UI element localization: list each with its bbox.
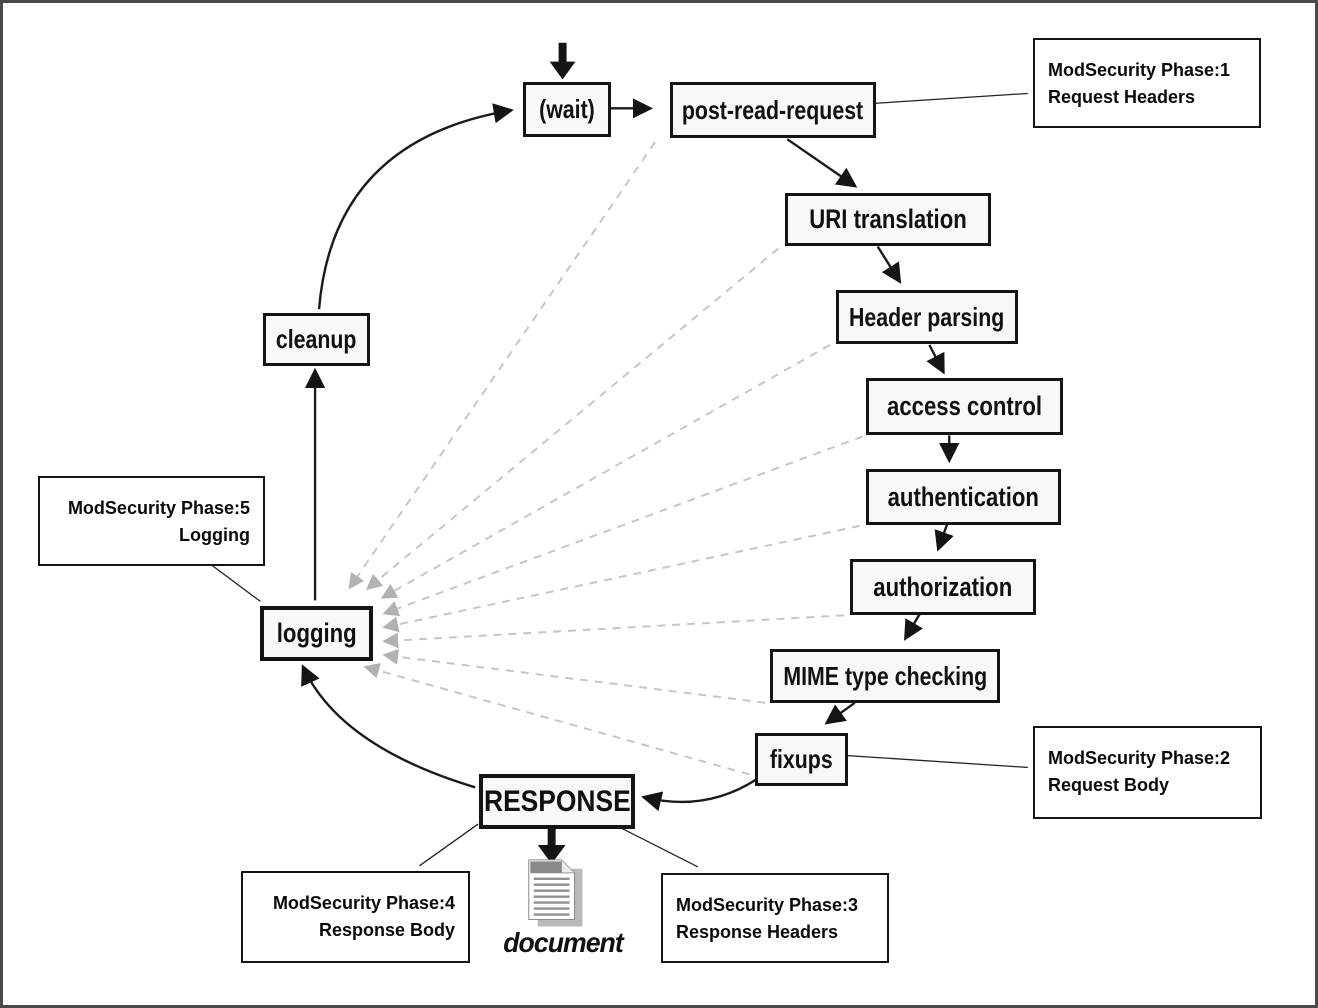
annotation-phase3-line2: Response Headers (676, 922, 839, 942)
callout-lines (209, 92, 1028, 868)
annotation-phase5-line2: Logging (179, 525, 250, 545)
annotation-phase1: ModSecurity Phase:1 Request Headers (1033, 38, 1261, 128)
annotation-phase5: ModSecurity Phase:5 Logging (38, 476, 265, 566)
annotation-phase2-line1: ModSecurity Phase:2 (1048, 748, 1231, 768)
annotation-phase1-line2: Request Headers (1048, 87, 1196, 107)
annotation-phase4: ModSecurity Phase:4 Response Body (241, 871, 470, 963)
node-cleanup-label: cleanup (276, 324, 357, 354)
node-access-control: access control (866, 378, 1063, 435)
node-logging-label: logging (276, 618, 357, 648)
dashed-logging-arrows (348, 141, 864, 776)
node-access-control-label: access control (886, 391, 1043, 421)
node-uri-translation-label: URI translation (809, 204, 967, 234)
node-authorization: authorization (850, 559, 1036, 615)
node-wait: (wait) (523, 82, 611, 137)
annotation-phase1-line1: ModSecurity Phase:1 (1048, 60, 1231, 80)
node-header-parsing-label: Header parsing (849, 301, 1005, 332)
node-post-read-request: post-read-request (670, 82, 876, 138)
thick-arrows (537, 42, 576, 864)
node-wait-label: (wait) (539, 94, 595, 124)
node-header-parsing: Header parsing (836, 290, 1018, 344)
annotation-phase3-line1: ModSecurity Phase:3 (676, 895, 859, 915)
node-logging: logging (260, 606, 373, 661)
node-mime-type-checking-label: MIME type checking (783, 660, 987, 691)
annotation-phase4-line2: Response Body (318, 920, 455, 940)
node-uri-translation: URI translation (785, 193, 991, 246)
node-mime-type-checking: MIME type checking (770, 649, 1000, 703)
node-fixups: fixups (755, 733, 848, 786)
node-cleanup: cleanup (263, 313, 370, 366)
document-icon (528, 858, 583, 927)
annotation-phase3: ModSecurity Phase:3 Response Headers (661, 873, 889, 963)
annotation-phase4-line1: ModSecurity Phase:4 (272, 893, 455, 913)
annotation-phase5-line1: ModSecurity Phase:5 (67, 498, 250, 518)
connector-layer (209, 42, 1028, 927)
node-response: RESPONSE (479, 774, 635, 829)
document-label: document (503, 927, 623, 958)
node-post-read-request-label: post-read-request (682, 94, 864, 125)
flow-arrows (301, 98, 960, 812)
annotation-phase2-line2: Request Body (1048, 775, 1170, 795)
node-fixups-label: fixups (770, 744, 833, 774)
node-authentication: authentication (866, 469, 1061, 525)
node-authorization-label: authorization (873, 571, 1013, 602)
node-response-label: RESPONSE (483, 784, 631, 818)
node-authentication-label: authentication (887, 481, 1040, 512)
annotation-phase2: ModSecurity Phase:2 Request Body (1033, 726, 1262, 819)
